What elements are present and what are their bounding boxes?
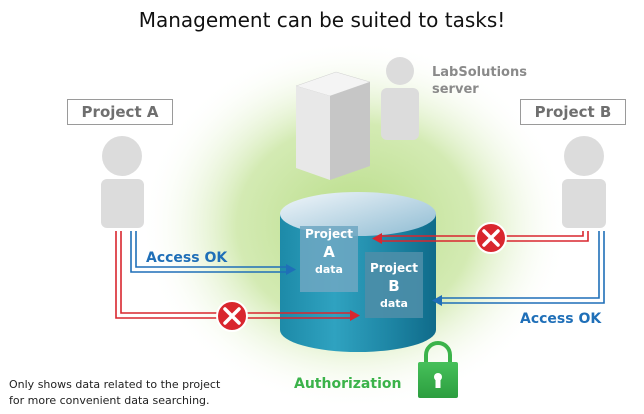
denied-path-a [115, 231, 360, 321]
person-a-icon [101, 136, 144, 228]
footnote-line2: for more convenient data searching. [9, 394, 210, 407]
project-a-label: Project A [67, 99, 173, 125]
deny-icon-right [475, 222, 507, 254]
person-b-icon [562, 136, 606, 228]
project-a-data-line1: Project [304, 227, 354, 241]
authorization-label: Authorization [294, 376, 402, 392]
access-ok-label-b: Access OK [520, 311, 602, 327]
padlock-icon [418, 341, 458, 398]
project-b-data-line2: B [388, 276, 400, 295]
server-label-line1: LabSolutions [432, 65, 527, 80]
server-person-icon [381, 57, 419, 140]
server-label-line2: server [432, 82, 479, 97]
page-title: Management can be suited to tasks! [138, 8, 506, 32]
project-b-label: Project B [520, 99, 626, 125]
project-a-data-label: Project A data [300, 227, 358, 277]
access-ok-path-a [130, 231, 296, 275]
database-icon [280, 192, 436, 352]
project-b-data-label: Project B data [365, 261, 423, 311]
server-label: LabSolutions server [432, 64, 527, 98]
deny-icon-left [216, 300, 248, 332]
denied-path-b [372, 231, 589, 244]
project-b-data-line1: Project [369, 261, 419, 275]
access-ok-path-b [432, 231, 605, 306]
project-a-data-line3: data [315, 263, 343, 277]
project-b-data-line3: data [380, 297, 408, 311]
project-a-data-line2: A [323, 242, 335, 261]
footnote: Only shows data related to the project f… [9, 377, 220, 409]
access-ok-label-a: Access OK [146, 250, 228, 266]
project-a-data-block [300, 226, 358, 292]
server-icon [295, 71, 371, 180]
footnote-line1: Only shows data related to the project [9, 378, 221, 391]
project-b-data-block [365, 252, 423, 318]
